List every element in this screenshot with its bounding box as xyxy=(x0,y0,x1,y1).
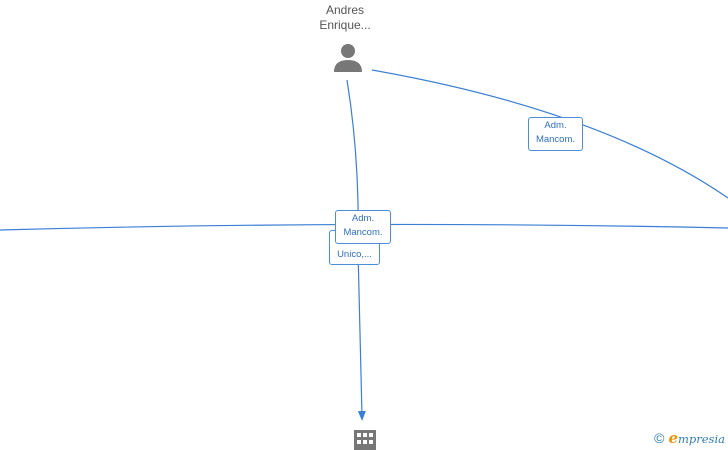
person-icon[interactable] xyxy=(334,44,362,72)
brand-logo: empresia xyxy=(668,429,725,447)
brand-initial: e xyxy=(668,429,678,447)
empresia-watermark[interactable]: © empresia xyxy=(654,429,725,447)
brand-rest: mpresia xyxy=(677,432,725,446)
person-name-label[interactable]: Andres Enrique... xyxy=(298,3,392,33)
edge-label-line1: Adm. xyxy=(544,120,567,131)
person-name-line2: Enrique... xyxy=(319,18,371,32)
edge-label-line2: Mancom. xyxy=(343,227,383,238)
edge-label-line2: Mancom. xyxy=(535,134,576,145)
person-name-line1: Andres xyxy=(325,3,365,17)
edge-label-center[interactable]: Adm. Mancom. xyxy=(335,210,391,244)
copyright-icon: © xyxy=(654,430,665,446)
edge-label-top-right[interactable]: Adm. Mancom. xyxy=(528,117,583,151)
building-icon[interactable] xyxy=(354,430,376,450)
edge-label-line1: Adm. xyxy=(351,213,375,224)
edge-label-line1: Unico,... xyxy=(337,249,372,260)
